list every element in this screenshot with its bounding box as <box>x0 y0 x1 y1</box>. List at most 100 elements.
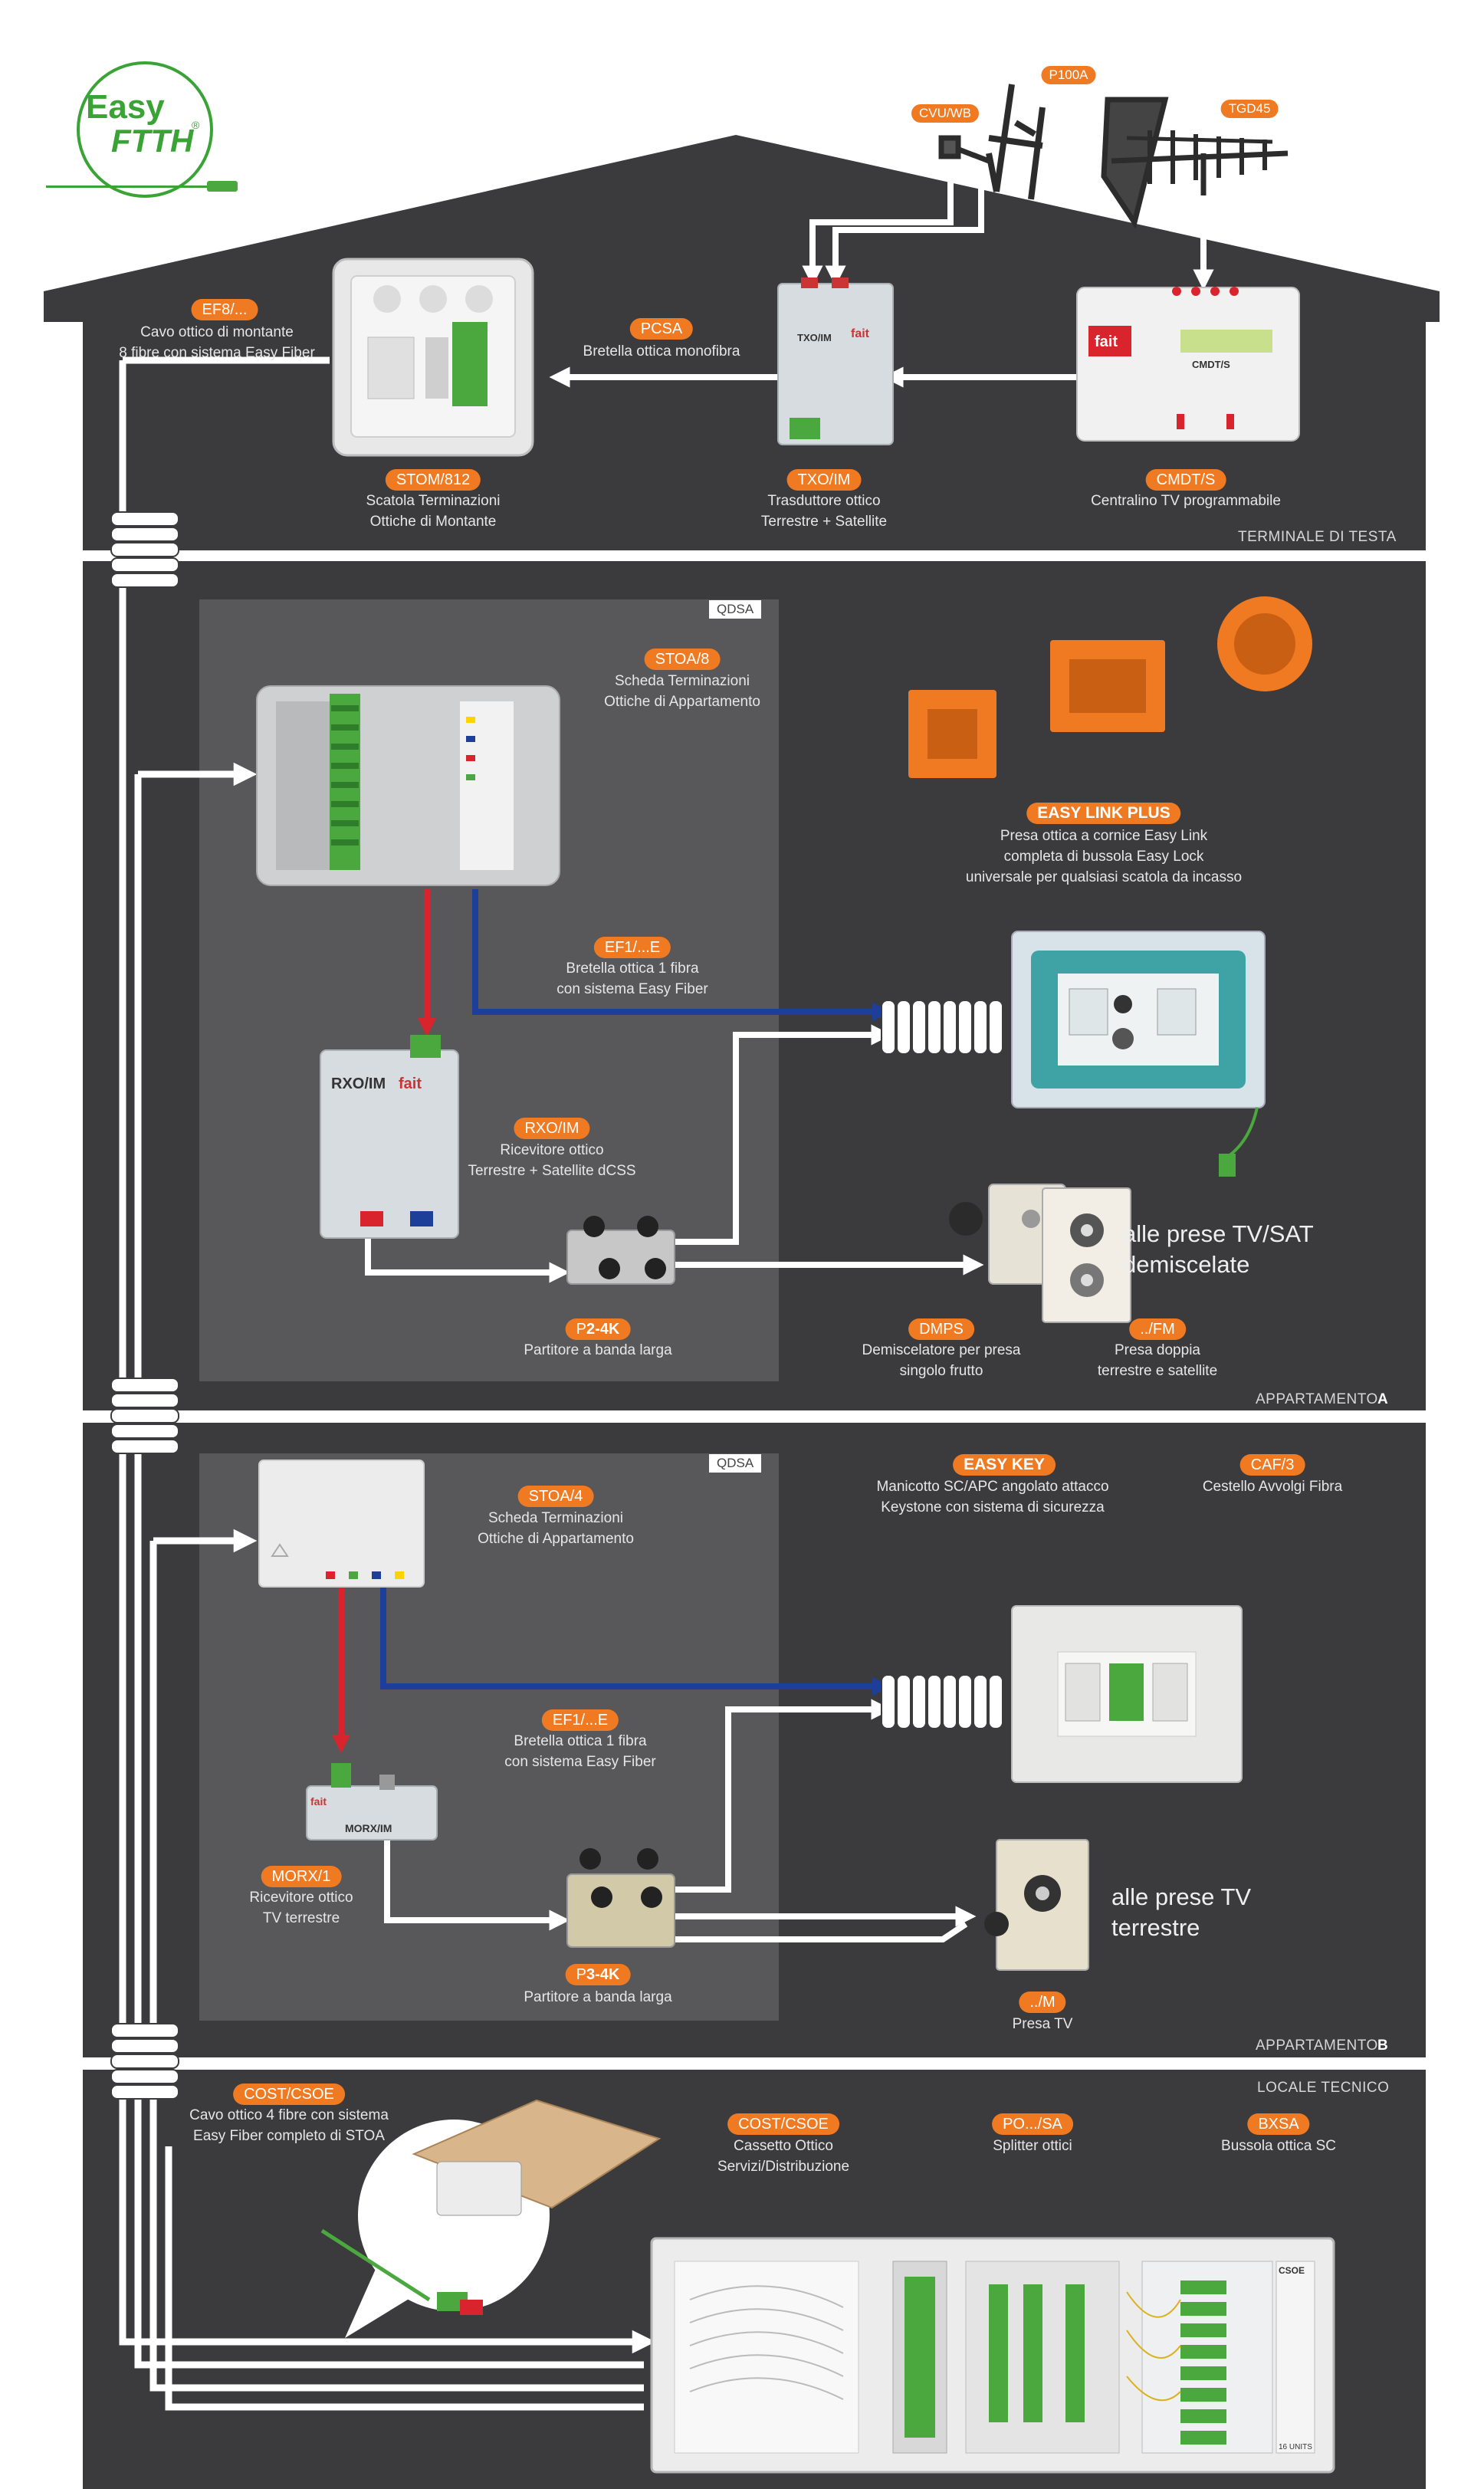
desc-p3-line1: Partitore a banda larga <box>524 1989 672 2005</box>
big-text-apt-b: alle prese TV terrestre <box>1111 1882 1251 1943</box>
tag-stoa4: STOA/4 <box>517 1486 594 1507</box>
desc-ef1-a-line2: con sistema Easy Fiber <box>556 981 708 997</box>
desc-txo: Trasduttore ottico Terrestre + Satellite <box>761 491 887 532</box>
tag-p2-4k: P2-4K <box>565 1318 631 1340</box>
desc-stoa4: Scheda Terminazioni Ottiche di Appartame… <box>478 1508 634 1549</box>
tag-stom: STOM/812 <box>385 469 481 491</box>
label-cvu-wb: CVU/WB <box>911 104 979 123</box>
desc-p2-line1: Partitore a banda larga <box>524 1342 672 1358</box>
tag-caf: CAF/3 <box>1239 1454 1305 1476</box>
stoa-8-device <box>256 685 560 886</box>
p2-4k-splitter <box>566 1216 675 1285</box>
desc-stom-line1: Scatola Terminazioni <box>366 493 501 509</box>
morx-fait-logo: fait <box>310 1795 327 1808</box>
desc-stom-line2: Ottiche di Montante <box>369 514 497 530</box>
tag-p3-4k: P3-4K <box>565 1964 631 1985</box>
tag-p3-pre: P <box>576 1966 586 1983</box>
easy-link-plus-socket <box>1011 931 1266 1177</box>
desc-cmdt-line1: Centralino TV programmabile <box>1091 493 1281 509</box>
big-text-apt-b-line2: terrestre <box>1111 1914 1200 1941</box>
antenna-cvu <box>938 135 990 164</box>
tag-ef1-b: EF1/...E <box>541 1709 619 1731</box>
desc-p2-4k: Partitore a banda larga <box>524 1340 671 1361</box>
logo-fiber-connector <box>207 181 238 192</box>
label-tgd45: TGD45 <box>1220 100 1279 118</box>
desc-bxsa: Bussola ottica SC <box>1221 2136 1336 2156</box>
tag-bxsa: BXSA <box>1247 2113 1310 2135</box>
desc-p3-4k: Partitore a banda larga <box>524 1987 671 2008</box>
qdsa-label-a: QDSA <box>709 600 762 619</box>
desc-ef8-line1: Cavo ottico di montante <box>140 324 294 340</box>
section-label-tech: LOCALE TECNICO <box>1257 2080 1390 2096</box>
desc-bxsa-line1: Bussola ottica SC <box>1221 2138 1336 2154</box>
section-label-apt-a: APPARTAMENTO <box>1256 1391 1378 1407</box>
cmdt-fait-logo: fait <box>1095 333 1118 350</box>
head-connections <box>549 165 1214 388</box>
desc-pcsa: Bretella ottica monofibra <box>583 341 740 362</box>
desc-easy-link-line1: Presa ottica a cornice Easy Link <box>1000 828 1208 844</box>
txo-device-label: TXO/IM <box>797 332 832 343</box>
apt-b-wiring <box>332 1587 977 1942</box>
desc-po-sa: Splitter ottici <box>993 2136 1072 2156</box>
desc-fm: Presa doppia terrestre e satellite <box>1098 1340 1217 1381</box>
desc-dmps: Demiscelatore per presa singolo frutto <box>862 1340 1021 1381</box>
rxo-fait-logo: fait <box>399 1075 422 1092</box>
desc-ef8-line2: 8 fibre con sistema Easy Fiber <box>119 345 315 361</box>
p3-4k-splitter <box>566 1848 675 1948</box>
tag-morx: MORX/1 <box>261 1866 342 1887</box>
desc-cost-2: Cassetto Ottico Servizi/Distribuzione <box>717 2136 849 2177</box>
desc-cmdt: Centralino TV programmabile <box>1091 491 1281 511</box>
desc-caf-line1: Cestello Avvolgi Fibra <box>1202 1479 1343 1495</box>
antenna-tgd45 <box>1101 97 1289 229</box>
section-letter-apt-b: B <box>1377 2037 1389 2054</box>
cmdt-device-label: CMDT/S <box>1192 359 1230 370</box>
tag-stoa8: STOA/8 <box>644 649 721 670</box>
desc-stoa8: Scheda Terminazioni Ottiche di Appartame… <box>604 671 760 712</box>
desc-caf: Cestello Avvolgi Fibra <box>1203 1476 1342 1497</box>
morx-im-device: fait MORX/IM <box>306 1763 438 1840</box>
section-label-apt-b: APPARTAMENTO <box>1256 2037 1378 2054</box>
desc-easy-link-line2: completa di bussola Easy Lock <box>1003 849 1204 865</box>
desc-ef1-b: Bretella ottica 1 fibra con sistema Easy… <box>504 1731 655 1772</box>
desc-txo-line2: Terrestre + Satellite <box>760 514 888 530</box>
desc-easy-key: Manicotto SC/APC angolato attacco Keysto… <box>876 1476 1108 1518</box>
desc-morx: Ricevitore ottico TV terrestre <box>249 1887 353 1929</box>
tag-po-sa: PO.../SA <box>992 2113 1073 2135</box>
desc-ef1-b-line2: con sistema Easy Fiber <box>504 1754 656 1770</box>
big-text-apt-a-line1: alle prese TV/SAT <box>1123 1220 1314 1247</box>
tag-p2-bold: 2-4K <box>586 1321 620 1338</box>
txo-im-device: TXO/IM fait <box>777 277 894 445</box>
desc-easy-key-line1: Manicotto SC/APC angolato attacco <box>876 1479 1109 1495</box>
logo-fiber-line <box>46 186 238 188</box>
tag-p2-pre: P <box>576 1321 586 1338</box>
easy-key-socket <box>1011 1605 1243 1783</box>
tag-easy-link-plus: EASY LINK PLUS <box>1026 803 1181 824</box>
txo-fait-logo: fait <box>851 327 870 340</box>
fm-double-socket <box>1042 1187 1131 1323</box>
desc-rxo: Ricevitore ottico Terrestre + Satellite … <box>468 1140 635 1181</box>
big-text-apt-a-line2: demiscelate <box>1123 1251 1250 1278</box>
desc-rxo-line2: Terrestre + Satellite dCSS <box>468 1163 636 1179</box>
tag-txo: TXO/IM <box>786 469 862 491</box>
desc-stoa4-line2: Ottiche di Appartamento <box>478 1531 634 1547</box>
section-letter-apt-a: A <box>1377 1391 1389 1407</box>
desc-rxo-line1: Ricevitore ottico <box>500 1142 604 1158</box>
desc-easy-key-line2: Keystone con sistema di sicurezza <box>881 1499 1105 1515</box>
tag-fm: ../FM <box>1129 1318 1186 1340</box>
desc-cost-1: Cavo ottico 4 fibre con sistema Easy Fib… <box>189 2105 389 2146</box>
logo-text-ftth: FTTH <box>111 123 194 159</box>
desc-stoa4-line1: Scheda Terminazioni <box>488 1510 624 1526</box>
big-text-apt-a: alle prese TV/SAT demiscelate <box>1123 1219 1314 1280</box>
desc-ef1-b-line1: Bretella ottica 1 fibra <box>514 1733 647 1749</box>
tv-socket-m <box>984 1839 1089 1971</box>
tag-cost-2: COST/CSOE <box>727 2113 839 2135</box>
desc-fm-line1: Presa doppia <box>1115 1342 1200 1358</box>
tag-pcsa: PCSA <box>629 318 694 340</box>
desc-stom: Scatola Terminazioni Ottiche di Montante <box>366 491 501 532</box>
cost-cable-bubble <box>320 2099 662 2338</box>
tag-cmdt: CMDT/S <box>1145 469 1226 491</box>
desc-ef1-a-line1: Bretella ottica 1 fibra <box>566 960 699 977</box>
desc-morx-line1: Ricevitore ottico <box>249 1890 353 1906</box>
qdsa-label-b: QDSA <box>709 1454 762 1473</box>
